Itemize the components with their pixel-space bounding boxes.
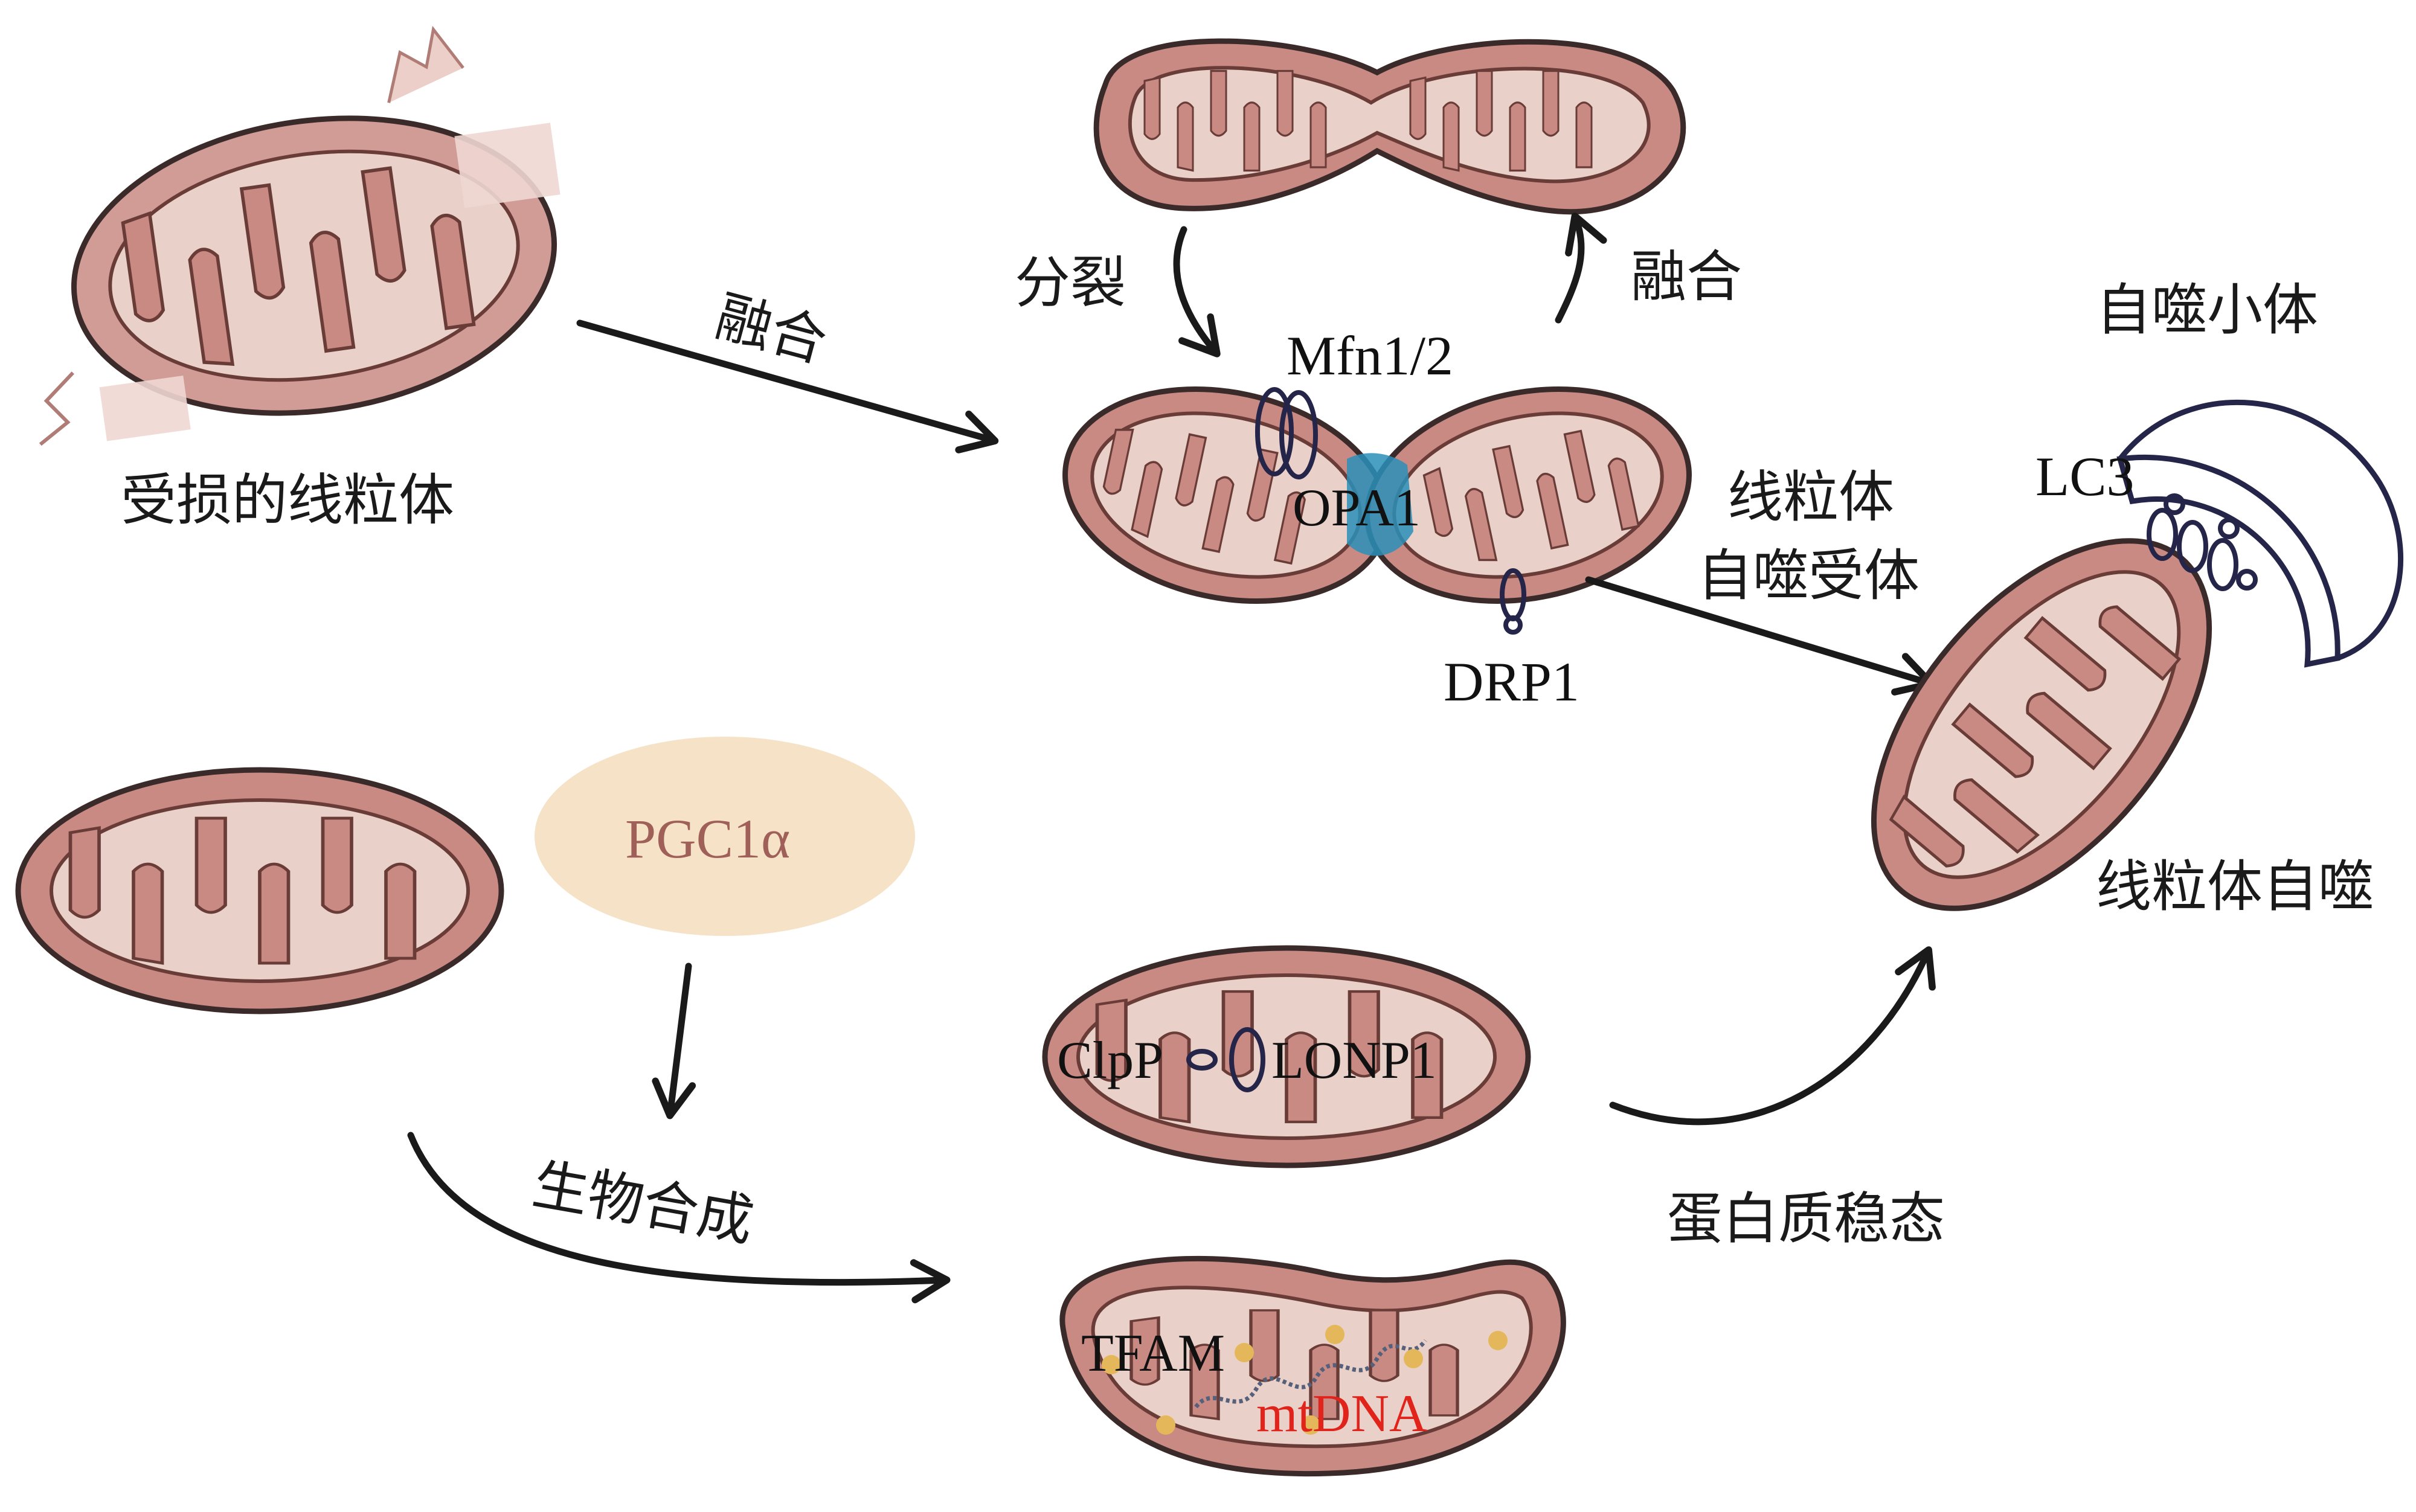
mfn-label: Mfn1/2 [1287,325,1453,386]
pgc1a-label: PGC1α [625,808,790,870]
tfam-dot [1102,1355,1121,1374]
tfam-dot [1404,1349,1423,1368]
lc3-label: LC3 [2035,446,2135,507]
lc3-receptor-proteins [2147,493,2258,591]
pgc1a-bubble [535,737,915,936]
damaged-label: 受损的线粒体 [121,468,454,533]
mtdna-strand [1194,1339,1427,1409]
tfam-dot [1156,1415,1175,1435]
damaged-mitochondrion [39,25,561,446]
tfam-dot [1301,1415,1320,1435]
tfam-dot [1325,1325,1345,1344]
dividing-mitochondrion [1062,386,1692,604]
tfam-dot [1488,1331,1508,1350]
biogenesis-arrow [407,1132,951,1304]
autophagosome-label: 自噬小体 [2096,278,2318,342]
clpp-protein [1186,1049,1218,1071]
tfam-label: TFAM [1081,1324,1225,1383]
fused-mitochondrion [1093,38,1686,215]
tfam-dot [1235,1343,1254,1362]
fusion-label-top: 融合 [1631,245,1742,309]
lonp1-label: LONP1 [1271,1031,1437,1090]
biogenesis-label: 生物合成 [528,1152,758,1254]
fusion-arrow [576,319,999,453]
receptor-label-2: 自噬受体 [1697,543,1920,608]
proteostasis-label: 蛋白质稳态 [1667,1187,1945,1251]
fission-label: 分裂 [1015,251,1126,315]
tfam-mitochondrion [1059,1255,1566,1477]
fusion-label-main: 融合 [709,284,833,375]
clpp-label: ClpP [1057,1031,1163,1090]
lonp1-protein [1229,1027,1265,1092]
opa1-label: OPA1 [1293,479,1421,537]
opa1-junction [1347,453,1413,556]
mtdna-label: mtDNA [1256,1385,1428,1443]
pgc1a-arrow [652,963,696,1120]
mitophagy-label: 线粒体自噬 [2096,854,2374,919]
receptor-arrow [1585,576,1935,696]
receptor-label-1: 线粒体 [1727,465,1894,530]
proteostasis-mitochondrion [1042,945,1531,1168]
proteostasis-arrow [1609,946,1936,1126]
mfn-proteins [1255,387,1318,479]
fission-arrow [1173,226,1221,357]
healthy-mitochondrion [15,767,504,1014]
drp1-protein [1500,568,1526,635]
fusion-back-arrow [1555,212,1607,324]
drp1-label: DRP1 [1444,651,1579,713]
